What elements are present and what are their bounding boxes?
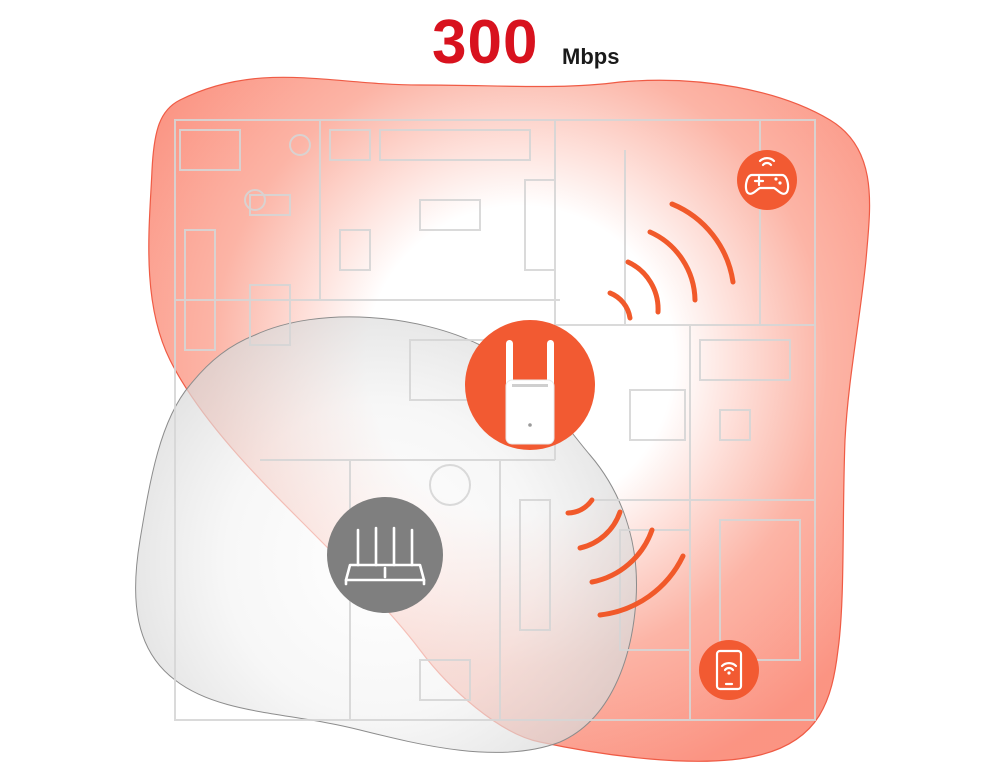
wifi-gamepad-icon: [744, 157, 790, 195]
range-extender-icon: [505, 340, 555, 445]
speed-value: 300: [432, 8, 539, 77]
floor-plan: [174, 119, 816, 721]
wifi-router-icon: [344, 526, 426, 586]
signal-waves-lower: [565, 497, 686, 618]
speed-unit: Mbps: [562, 44, 620, 69]
speed-headline: 300 Mbps: [0, 0, 1000, 90]
gaming-device-badge: [737, 150, 797, 210]
phone-device-badge: [699, 640, 759, 700]
range-extender-badge: [465, 320, 595, 450]
wifi-smartphone-icon: [715, 649, 743, 691]
signal-waves-upper: [607, 201, 736, 321]
main-router-badge: [327, 497, 443, 613]
